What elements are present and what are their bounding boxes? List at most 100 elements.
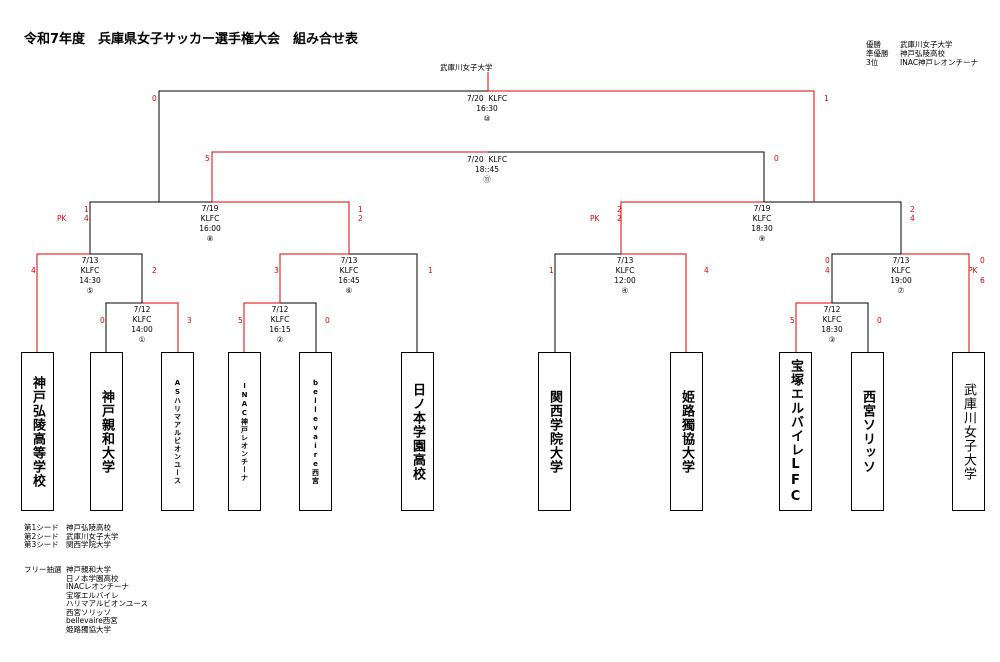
bracket-line (89, 201, 212, 254)
result-label: 優勝 (866, 40, 881, 49)
match-info: 7/13 KLFC 16:45 ⑥ (338, 256, 360, 296)
list-item: 西宮ソリッソ (66, 607, 111, 617)
team-box: 宝塚エルバイレLFC (779, 352, 812, 511)
list-item: bellevaire西宮 (66, 616, 118, 625)
score-label: 4 (31, 266, 36, 275)
result-label: 3位 (866, 58, 879, 67)
match-date: 7/13 (81, 256, 99, 265)
team-box: bellevaire西宮 (299, 352, 332, 511)
match-venue: KLFC (270, 315, 290, 324)
bracket-line (621, 253, 687, 352)
bracket-line (212, 201, 350, 254)
result-team: INAC神戸レオンチーナ (900, 58, 979, 67)
score-label: 1 (428, 266, 433, 275)
bracket-line (211, 151, 488, 202)
bracket-line (831, 253, 901, 303)
team-box: 関西学院大学 (538, 352, 571, 511)
match-date: 7/13 (616, 256, 634, 265)
seed-label: 第2シード (24, 531, 59, 541)
score-label: 6 (980, 276, 985, 285)
score-label: 4 (84, 214, 89, 223)
match-number: ⑦ (897, 286, 905, 295)
match-venue: KLFC (339, 266, 359, 275)
bracket-line (280, 302, 317, 352)
match-date: 7/13 (892, 256, 910, 265)
result-team: 武庫川女子大学 (900, 40, 953, 49)
bracket-line (901, 253, 970, 352)
match-number: ⑪ (483, 175, 491, 184)
team-box: 武庫川女子大学 (952, 352, 985, 511)
match-info: 7/20 KLFC 16:30 ⑩ (467, 94, 507, 124)
match-info: 7/13 KLFC 19:00 ⑦ (890, 256, 912, 296)
match-time: 18:30 (821, 325, 843, 334)
bracket-line (90, 253, 143, 303)
bracket-line (105, 302, 142, 352)
bracket-line (158, 90, 488, 202)
list-item: 神戸親和大学 (66, 565, 111, 574)
match-info: 7/19 KLFC 18:30 ⑨ (751, 204, 773, 244)
score-label: 0 (100, 316, 105, 325)
match-venue: KLFC (615, 266, 635, 275)
pk-label: PK (968, 266, 978, 275)
team-box: ASハリマアルビオンユース (161, 352, 194, 511)
team-box: 神戸親和大学 (90, 352, 123, 511)
match-number: ⑩ (483, 114, 491, 123)
team-name: 神戸弘陵高等学校 (30, 375, 45, 488)
match-number: ⑤ (86, 286, 94, 295)
team-name: 日ノ本学園高校 (410, 382, 425, 481)
match-venue: KLFC (488, 94, 508, 103)
score-label: 5 (790, 316, 795, 325)
score-label: 3 (187, 316, 192, 325)
result-label: 準優勝 (866, 49, 889, 58)
team-box: 姫路獨協大学 (670, 352, 703, 511)
team-name: 関西学院大学 (547, 389, 562, 474)
free-draw-list: フリー抽選 神戸親和大学 日ノ本学園高校 INACレオンチーナ 宝塚エルバイレ … (24, 565, 149, 634)
seed-label: 第3シード (24, 540, 59, 549)
match-venue: KLFC (200, 214, 220, 223)
match-venue: KLFC (488, 155, 508, 164)
pk-label: PK (590, 214, 600, 223)
bracket-line (142, 302, 179, 352)
team-name: 神戸親和大学 (99, 389, 114, 474)
seed-team: 関西学院大学 (66, 540, 111, 549)
match-date: 7/19 (753, 204, 771, 213)
match-date: 7/20 (466, 155, 484, 164)
bracket-line (36, 253, 90, 352)
match-date: 7/13 (340, 256, 358, 265)
list-item: ハリマアルビオンユース (66, 599, 149, 608)
score-label: 2 (358, 214, 363, 223)
list-item: 日ノ本学園高校 (66, 573, 119, 583)
match-time: 16:30 (476, 104, 498, 113)
match-venue: KLFC (891, 266, 911, 275)
bracket-line (488, 151, 765, 202)
seed-team: 武庫川女子大学 (66, 531, 119, 541)
team-box: 西宮ソリッソ (851, 352, 884, 511)
match-time: 18:30 (751, 224, 773, 233)
match-time: 19:00 (890, 276, 912, 285)
bracket-line (488, 90, 815, 202)
match-number: ① (138, 335, 146, 344)
seed-team: 神戸弘陵高校 (66, 523, 111, 532)
match-time: 18::45 (474, 165, 500, 174)
match-info: 7/12 KLFC 18:30 ③ (821, 305, 843, 345)
score-label: 0 (152, 94, 157, 103)
score-label: 5 (238, 316, 243, 325)
match-info: 7/12 KLFC 16:15 ② (269, 305, 291, 345)
team-name: 西宮ソリッソ (860, 389, 875, 474)
match-info: 7/13 KLFC 14:30 ⑤ (79, 256, 101, 296)
bracket-line (554, 253, 621, 352)
score-label: 0 (877, 316, 882, 325)
bracket-line (764, 201, 902, 254)
match-time: 12:00 (614, 276, 636, 285)
match-date: 7/20 (466, 94, 484, 103)
score-label: 3 (274, 266, 279, 275)
match-date: 7/12 (823, 305, 841, 314)
match-time: 16:15 (269, 325, 291, 334)
score-label: 0 (980, 256, 985, 265)
match-time: 16:00 (199, 224, 221, 233)
score-label: 1 (549, 266, 554, 275)
team-name: bellevaire西宮 (311, 378, 320, 485)
score-label: 4 (825, 266, 830, 275)
match-number: ⑨ (758, 234, 766, 243)
